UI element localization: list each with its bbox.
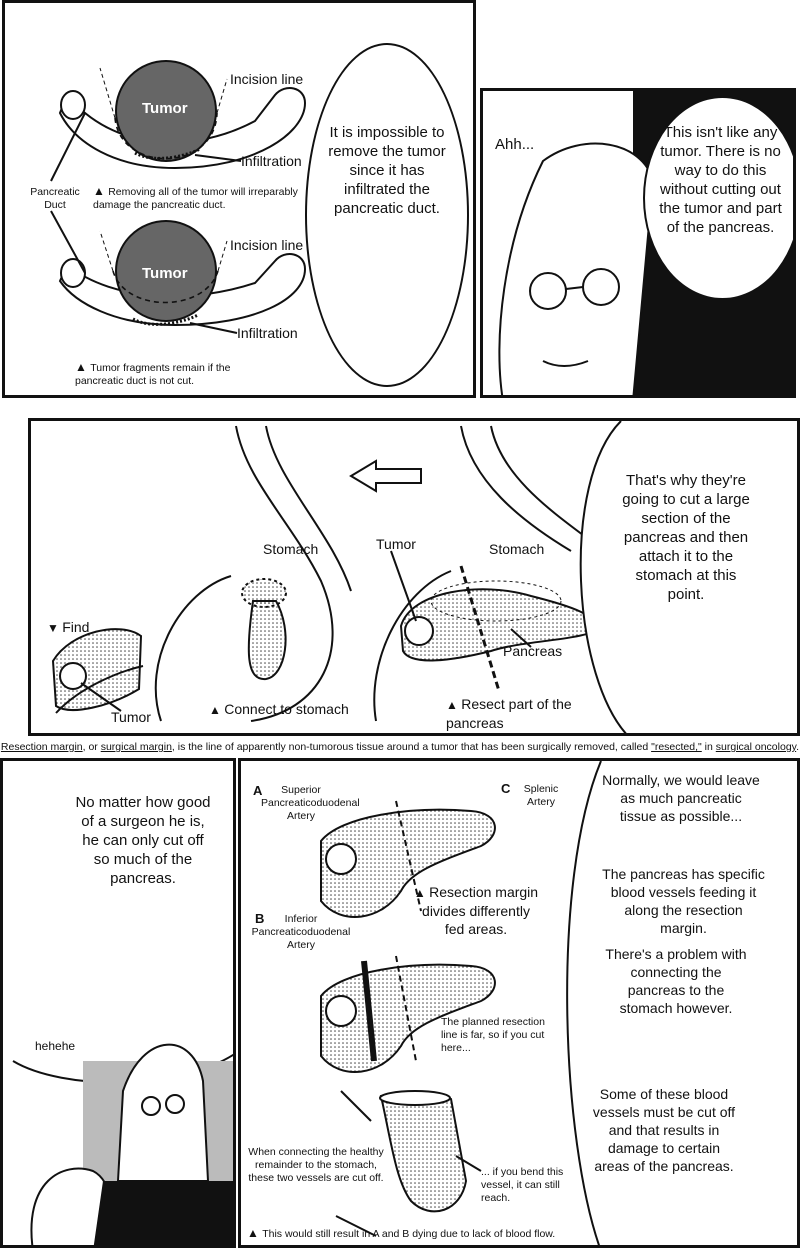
- panel-doctor: Ahh... This isn't like any tumor. There …: [480, 88, 796, 398]
- ahh-text: Ahh...: [495, 136, 535, 153]
- note-1: ▲ Removing all of the tumor will irrepar…: [93, 184, 298, 212]
- tumor-right-label: Tumor: [376, 536, 416, 552]
- infiltration-label-1: Infiltration: [241, 153, 302, 169]
- tumor-left-label: Tumor: [111, 709, 151, 725]
- term-resected: "resected,": [651, 741, 702, 753]
- incision-label-2: Incision line: [230, 237, 304, 253]
- caption-text: .: [796, 741, 800, 753]
- tumor-label-1: Tumor: [142, 100, 188, 117]
- label-c: Splenic Artery: [523, 783, 559, 808]
- bubble-text: That's why they're going to cut a large …: [622, 472, 750, 603]
- bubble-text-2: The pancreas has specific blood vessels …: [602, 866, 765, 936]
- margin-note: ▲ Resection margin divides differently f…: [413, 884, 539, 937]
- bubble-text: It is impossible to remove the tumor sin…: [328, 124, 446, 217]
- label-a: Superior Pancreaticoduodenal Artery: [261, 784, 360, 822]
- triangle-up-icon: ▲: [75, 360, 91, 374]
- artery-illustration: [320, 761, 602, 1245]
- stomach-mid-label: Stomach: [263, 541, 319, 557]
- term-surgical-oncology: surgical oncology: [715, 741, 797, 753]
- term-surgical-margin: surgical margin: [100, 741, 172, 753]
- caption-text: , or: [82, 741, 101, 753]
- bubble-text-3: There's a problem with connecting the pa…: [605, 946, 747, 1016]
- sfx-text: hehehe: [35, 1039, 76, 1053]
- speech-bubble: [305, 43, 469, 387]
- panel-artery-diagram: A Superior Pancreaticoduodenal Artery C …: [238, 758, 800, 1248]
- letter-b: B: [255, 911, 265, 926]
- triangle-up-icon: ▲: [413, 886, 430, 900]
- triangle-up-icon: ▲: [209, 703, 225, 717]
- bubble-text: This isn't like any tumor. There is no w…: [659, 124, 782, 236]
- connect-note: When connecting the healthy remainder to…: [248, 1146, 384, 1184]
- bend-note: ... if you bend this vessel, it can stil…: [481, 1166, 564, 1204]
- tumor-label-2: Tumor: [142, 265, 188, 282]
- label-b: Inferior Pancreaticoduodenal Artery: [251, 913, 351, 951]
- tumor-duct-illustration: [50, 60, 307, 334]
- triangle-up-icon: ▲: [446, 698, 462, 712]
- infiltration-label-2: Infiltration: [237, 325, 298, 341]
- surgeon-illustration: [3, 761, 233, 1245]
- incision-label-1: Incision line: [230, 71, 304, 87]
- caption-text: in: [701, 741, 716, 753]
- find-label: ▼ Find: [47, 619, 90, 635]
- panel-surgeon: No matter how good of a surgeon he is, h…: [0, 758, 236, 1248]
- panel-tumor-diagrams: Tumor Incision line Infiltration Pancrea…: [2, 0, 476, 398]
- duct-label: Pancreatic Duct: [30, 186, 80, 211]
- planned-note: The planned resection line is far, so if…: [441, 1016, 545, 1054]
- bubble-text-4: Some of these blood vessels must be cut …: [592, 1086, 736, 1174]
- pancreas-label: Pancreas: [503, 643, 563, 659]
- panel-stomach-diagram: ▼ Find Tumor Stomach ▲ Connect to stomac…: [28, 418, 800, 736]
- bubble-text: No matter how good of a surgeon he is, h…: [75, 794, 211, 887]
- triangle-down-icon: ▼: [47, 621, 63, 635]
- resect-label: ▲ Resect part of the pancreas: [446, 696, 572, 731]
- term-resection-margin: Resection margin: [0, 741, 83, 753]
- note-2: ▲ Tumor fragments remain if the pancreat…: [75, 360, 231, 388]
- letter-a: A: [253, 783, 263, 798]
- stomach-pancreas-illustration: [51, 421, 631, 733]
- definition-caption: Resection margin, or surgical margin, is…: [0, 741, 800, 753]
- letter-c: C: [501, 781, 511, 796]
- connect-label: ▲ Connect to stomach: [209, 701, 349, 717]
- triangle-up-icon: ▲: [93, 184, 109, 198]
- bottom-note: ▲ This would still result in A and B dyi…: [247, 1226, 556, 1241]
- speech-bubble: [643, 96, 793, 300]
- bubble-text-1: Normally, we would leave as much pancrea…: [602, 772, 760, 824]
- caption-text: , is the line of apparently non-tumorous…: [171, 741, 652, 753]
- triangle-up-icon: ▲: [247, 1226, 263, 1240]
- stomach-right-label: Stomach: [489, 541, 545, 557]
